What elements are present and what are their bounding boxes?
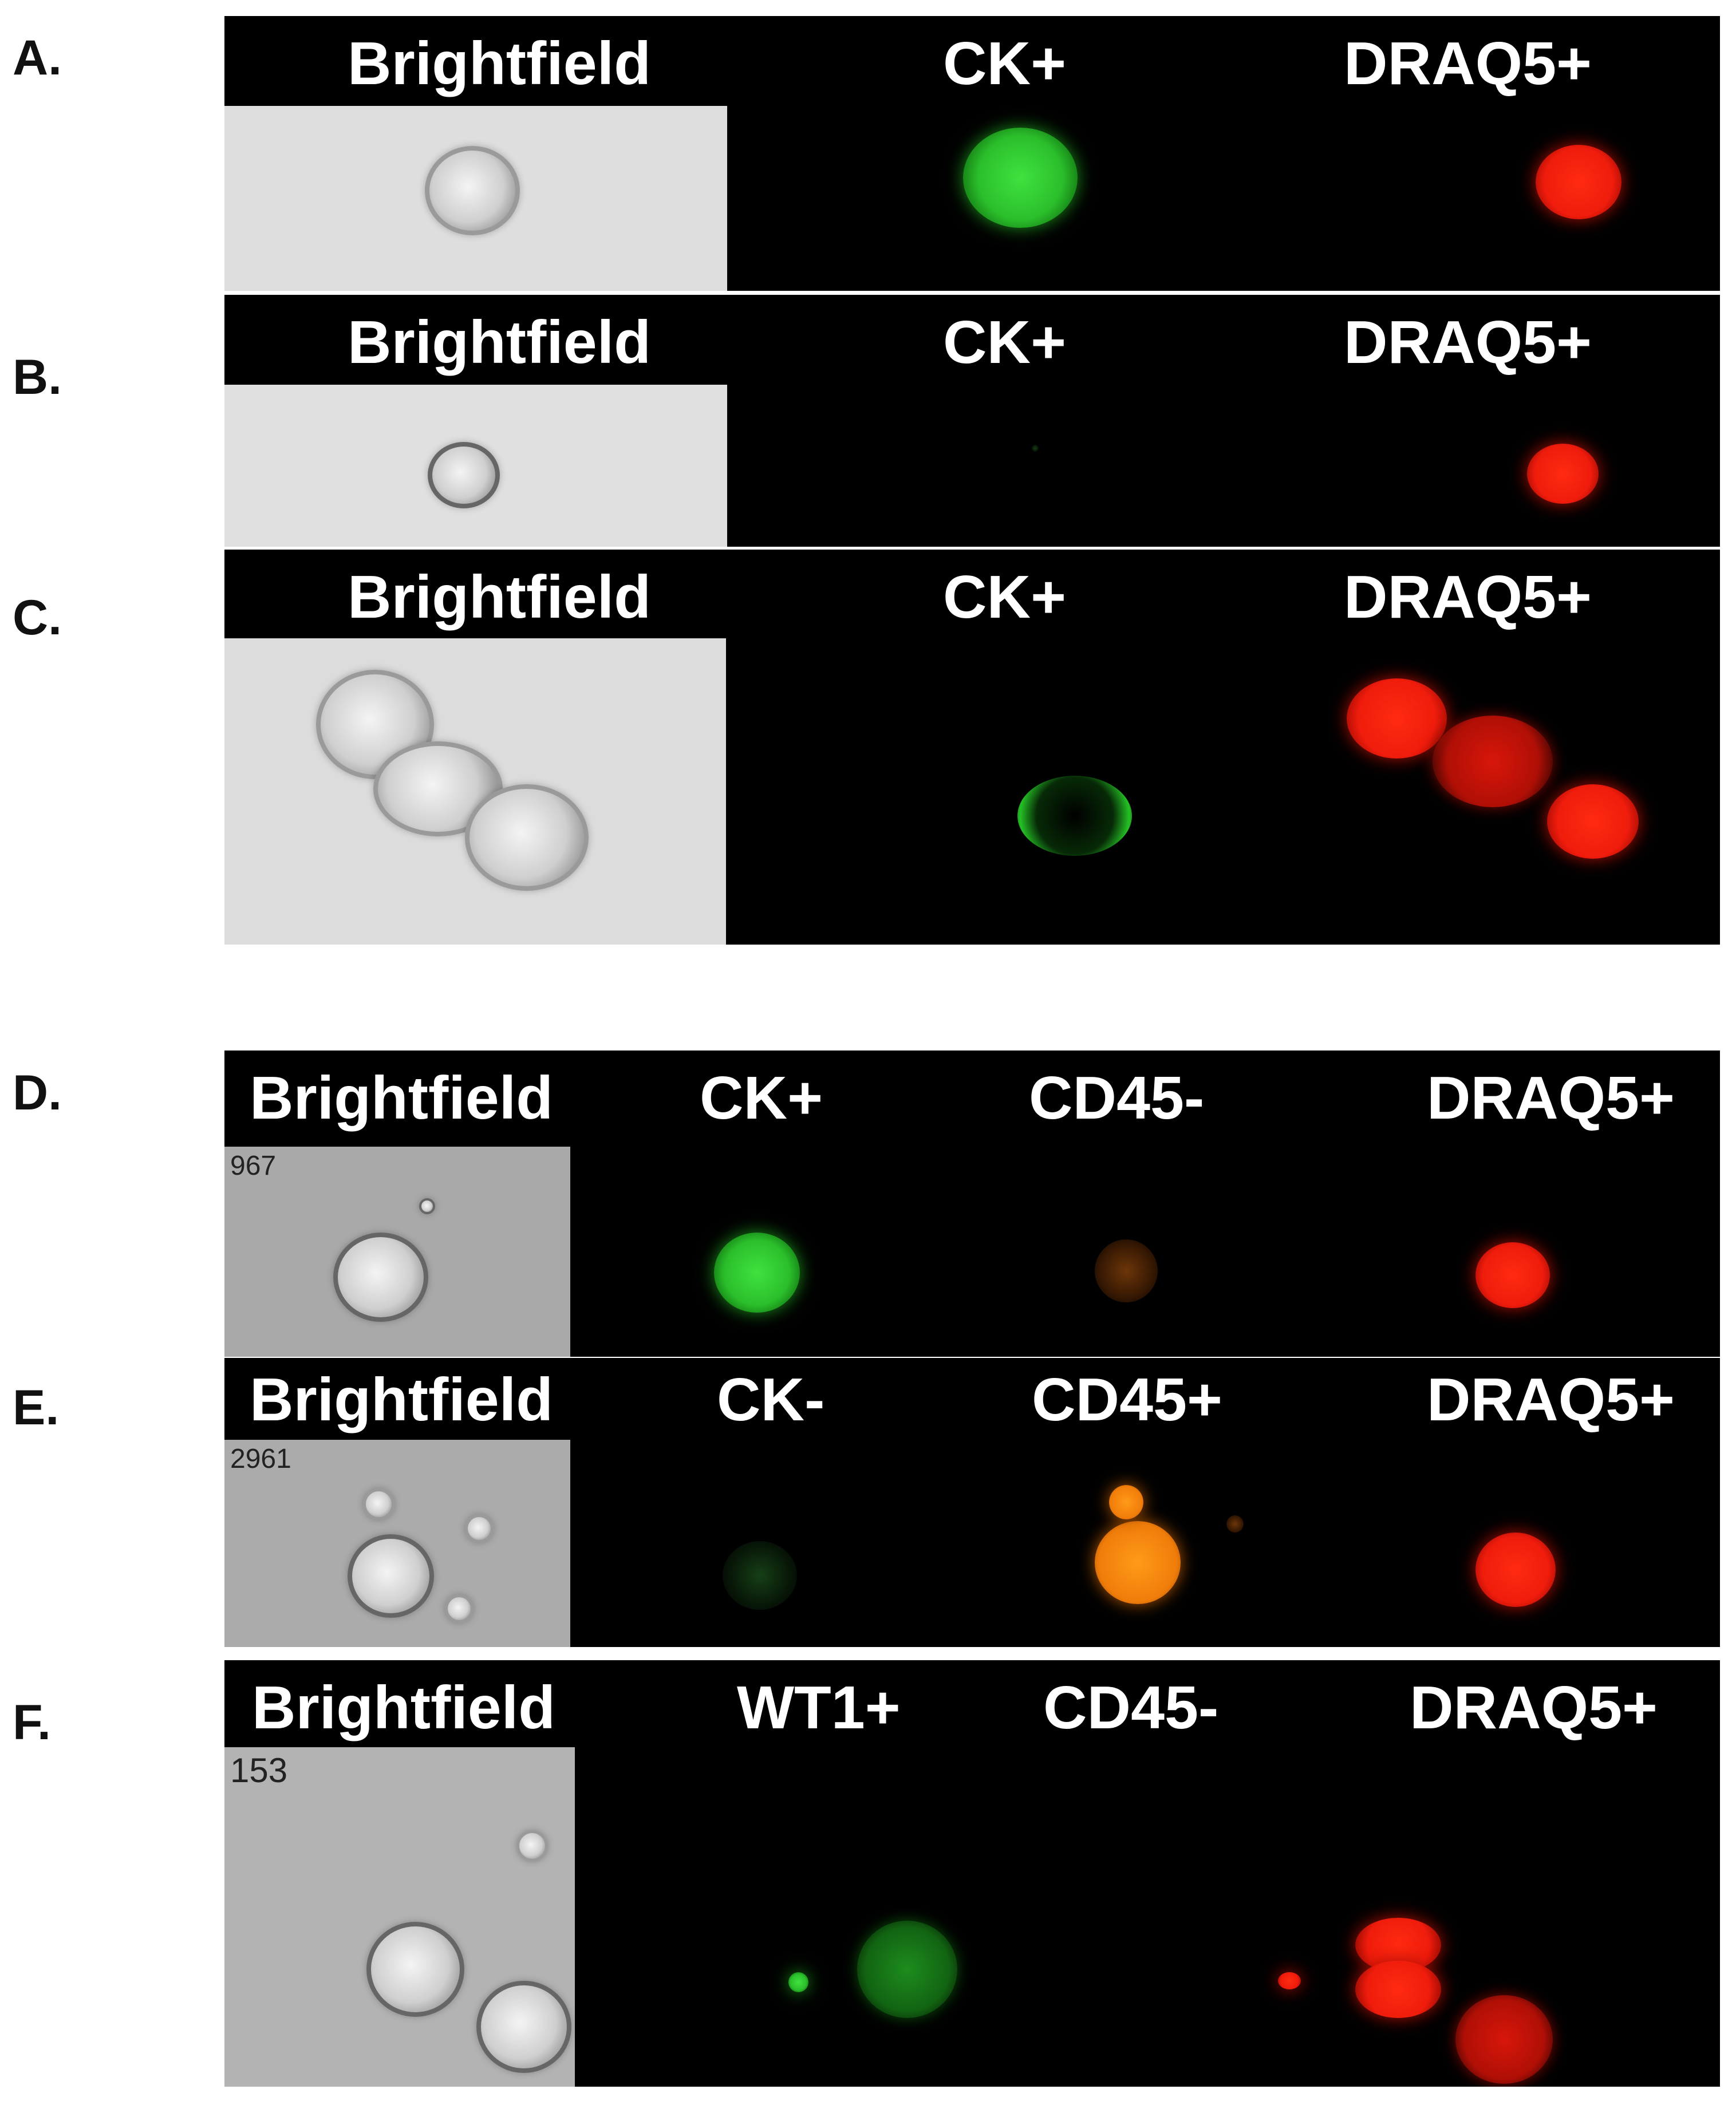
row-letter-f: F. <box>13 1695 51 1750</box>
label-ck: CK+ <box>943 30 1067 97</box>
brightfield-image: 2961 <box>224 1440 570 1647</box>
label-cd45: CD45- <box>1043 1674 1219 1741</box>
ck-cell <box>1017 776 1132 856</box>
row-letter-e: E. <box>13 1380 60 1435</box>
panel-e: Brightfield CK- CD45+ DRAQ5+ 2961 <box>224 1358 1720 1647</box>
brightfield-image: 153 <box>224 1747 575 2087</box>
brightfield-image: 967 <box>224 1147 570 1357</box>
brightfield-debris <box>363 1488 394 1520</box>
brightfield-image <box>224 106 727 291</box>
label-ck: CK+ <box>943 563 1067 631</box>
brightfield-cell <box>465 784 589 891</box>
label-brightfield: Brightfield <box>250 1064 553 1132</box>
brightfield-cell <box>348 1534 434 1618</box>
panel-f: Brightfield WT1+ CD45- DRAQ5+ 153 <box>224 1660 1720 2087</box>
draq5-cell <box>1536 145 1621 219</box>
event-number: 153 <box>230 1751 288 1790</box>
brightfield-cell <box>425 146 520 235</box>
brightfield-image <box>224 638 726 945</box>
cd45-debris <box>1226 1515 1244 1533</box>
brightfield-debris <box>465 1514 494 1543</box>
brightfield-cell <box>428 442 500 508</box>
brightfield-cell <box>373 741 503 836</box>
label-brightfield: Brightfield <box>348 563 651 631</box>
label-wt1: WT1+ <box>737 1674 901 1741</box>
label-ck: CK+ <box>943 309 1067 376</box>
label-cd45: CD45- <box>1029 1064 1205 1132</box>
wt1-cell <box>857 1921 957 2018</box>
label-draq5: DRAQ5+ <box>1344 30 1592 97</box>
draq5-cell <box>1433 716 1553 807</box>
row-letter-c: C. <box>13 590 62 645</box>
brightfield-cell <box>316 670 434 779</box>
brightfield-cell <box>366 1922 464 2017</box>
brightfield-debris <box>445 1594 474 1623</box>
cd45-bleb <box>1109 1485 1143 1519</box>
draq5-cell <box>1475 1533 1556 1607</box>
label-brightfield: Brightfield <box>348 30 651 97</box>
draq5-cell <box>1475 1242 1550 1308</box>
row-letter-a: A. <box>13 30 62 85</box>
label-draq5: DRAQ5+ <box>1344 563 1592 631</box>
ck-cell <box>963 128 1078 228</box>
label-draq5: DRAQ5+ <box>1427 1064 1675 1132</box>
brightfield-cell <box>476 1981 571 2073</box>
label-ck: CK+ <box>700 1064 823 1132</box>
ck-cell <box>714 1233 800 1313</box>
wt1-debris <box>788 1972 808 1992</box>
draq5-cell <box>1347 678 1447 759</box>
brightfield-debris <box>516 1830 548 1862</box>
label-brightfield: Brightfield <box>348 309 651 376</box>
label-ck: CK- <box>717 1366 825 1433</box>
cd45-cell <box>1095 1521 1181 1604</box>
label-draq5: DRAQ5+ <box>1427 1366 1675 1433</box>
draq5-debris <box>1278 1972 1301 1989</box>
event-number: 2961 <box>230 1444 291 1474</box>
brightfield-debris <box>419 1198 435 1214</box>
ck-dot <box>1032 445 1039 452</box>
panel-a: Brightfield CK+ DRAQ5+ <box>224 16 1720 291</box>
row-letter-b: B. <box>13 350 62 405</box>
draq5-cell <box>1455 1995 1553 2084</box>
label-draq5: DRAQ5+ <box>1344 309 1592 376</box>
draq5-cell <box>1547 784 1639 859</box>
panel-c: Brightfield CK+ DRAQ5+ <box>224 550 1720 945</box>
ck-cell <box>723 1541 797 1610</box>
draq5-cell <box>1355 1961 1441 2018</box>
row-letter-d: D. <box>13 1065 62 1120</box>
draq5-cell <box>1527 444 1599 504</box>
label-brightfield: Brightfield <box>252 1674 555 1741</box>
cd45-cell <box>1095 1239 1158 1302</box>
brightfield-cell <box>333 1233 428 1322</box>
label-cd45: CD45+ <box>1032 1366 1222 1433</box>
panel-b: Brightfield CK+ DRAQ5+ <box>224 295 1720 547</box>
event-number: 967 <box>230 1151 277 1181</box>
brightfield-image <box>224 385 727 547</box>
panel-d: Brightfield CK+ CD45- DRAQ5+ 967 <box>224 1050 1720 1357</box>
label-brightfield: Brightfield <box>250 1366 553 1433</box>
label-draq5: DRAQ5+ <box>1410 1674 1658 1741</box>
